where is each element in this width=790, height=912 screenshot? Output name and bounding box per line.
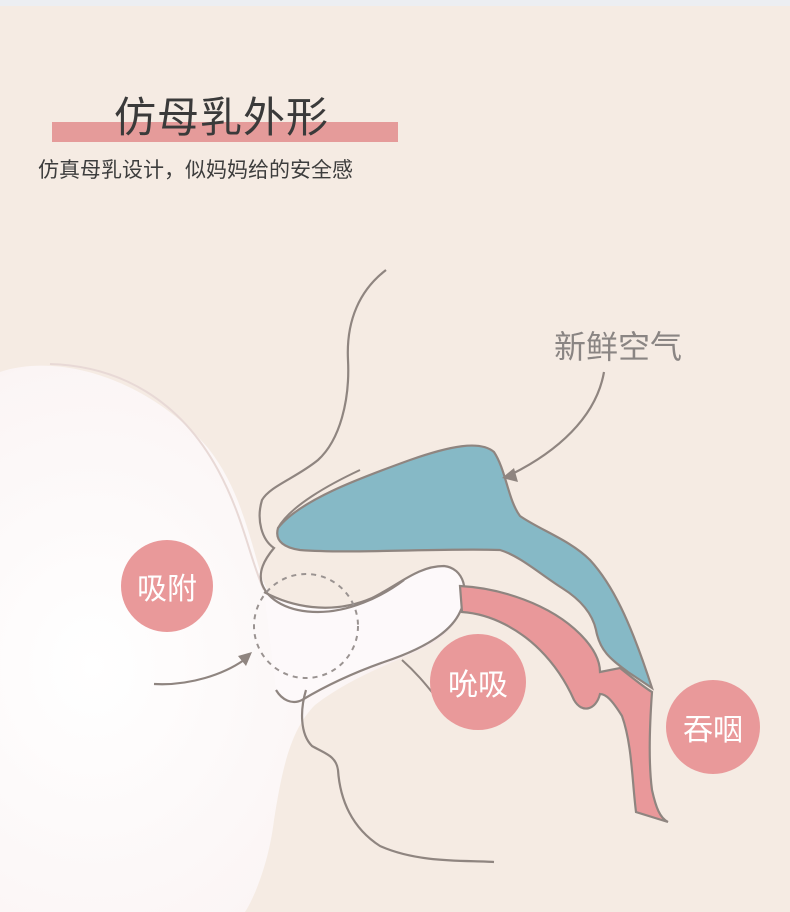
page-subtitle: 仿真母乳设计，似妈妈给的安全感: [38, 158, 353, 182]
upper-lip-outline: [277, 469, 361, 529]
nipple-shape: [263, 564, 466, 704]
airway-shape: [276, 444, 655, 691]
page-title: 仿母乳外形: [114, 93, 330, 142]
swallow-badge: 吞咽: [666, 680, 760, 774]
suck-badge: 吮吸: [430, 634, 526, 730]
latch-arrow-head: [238, 652, 252, 666]
air-arrow-line: [511, 371, 606, 475]
fresh-air-label: 新鲜空气: [554, 328, 683, 366]
title-underline-bar: [52, 122, 398, 142]
air-arrow-head: [502, 468, 518, 482]
chin-outline: [300, 689, 495, 864]
latch-point-circle: [253, 573, 359, 679]
latch-arrow-line: [153, 659, 245, 686]
breast-shape: [0, 365, 464, 912]
throat-shape: [458, 584, 669, 824]
top-border-strip: [0, 0, 790, 6]
latch-badge: 吸附: [121, 540, 213, 632]
face-profile-outline: [258, 269, 405, 614]
breast-outline: [49, 363, 265, 591]
